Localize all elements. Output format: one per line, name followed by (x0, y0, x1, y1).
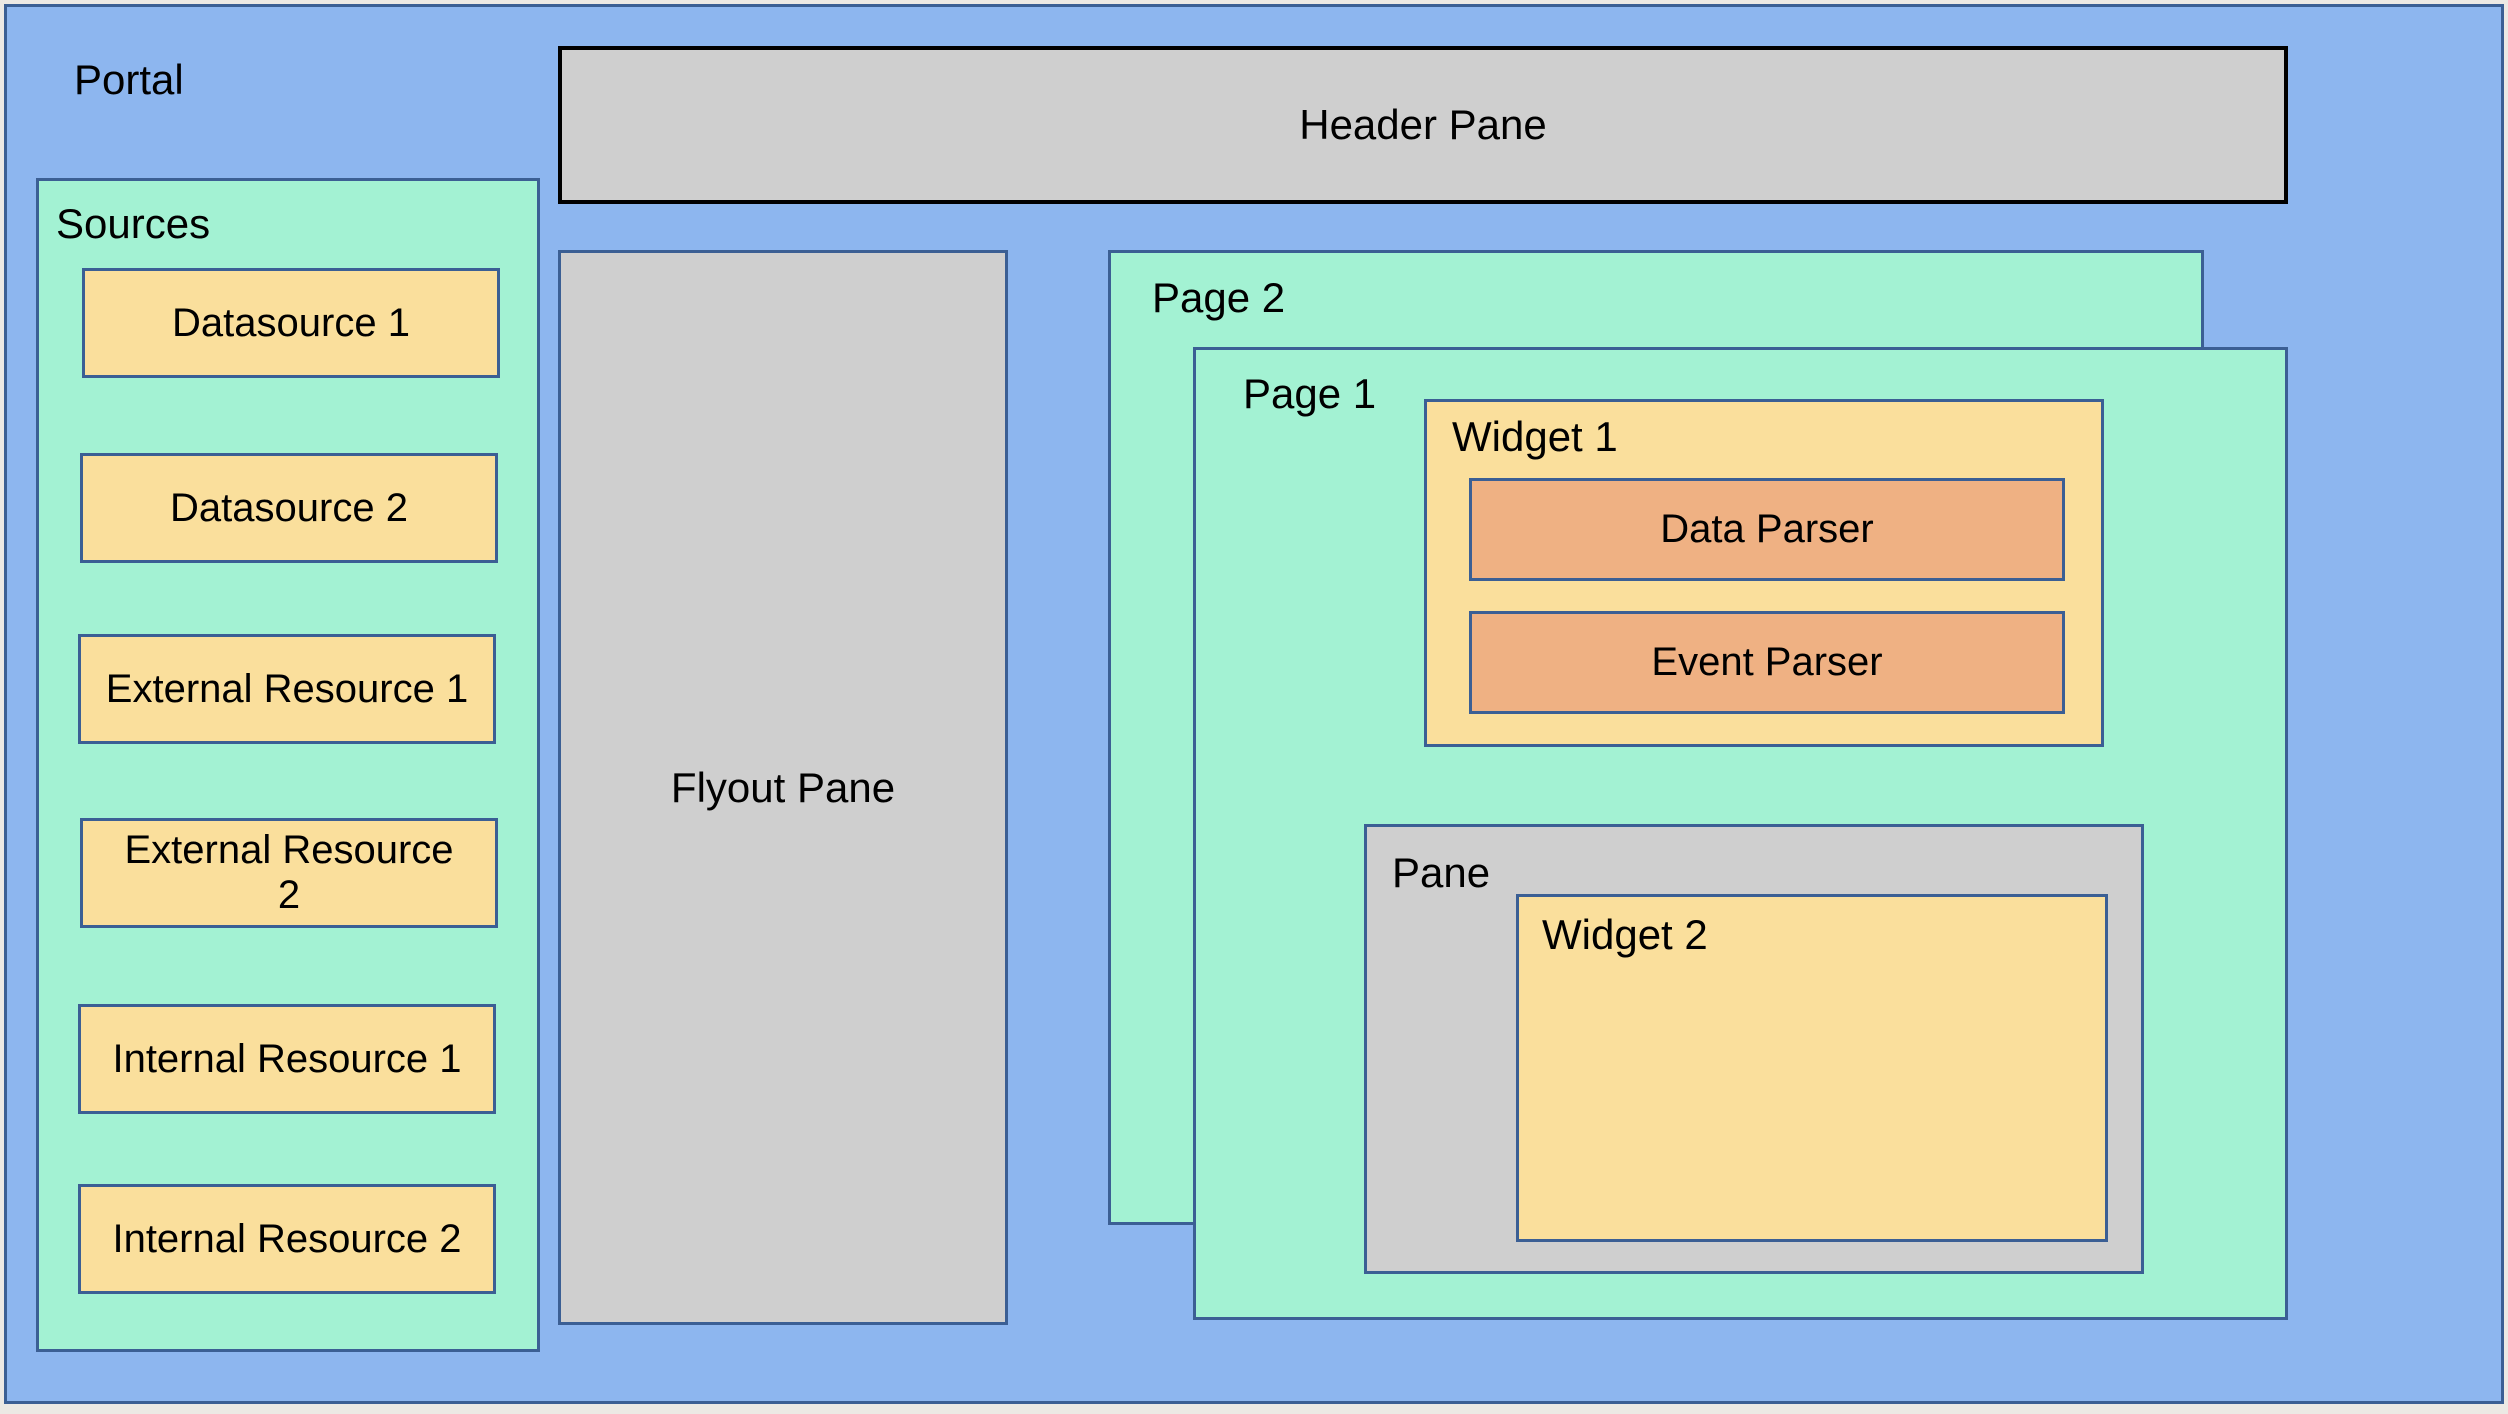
portal-label: Portal (74, 56, 184, 103)
event-parser-block[interactable] (1469, 611, 2065, 714)
sources-item-internal-resource-2-label: Internal Resource 2 (112, 1216, 462, 1261)
sources-item-datasource-1[interactable] (82, 268, 500, 378)
flyout-pane (558, 250, 1008, 1325)
sources-label: Sources (56, 200, 211, 247)
flyout-pane-label: Flyout Pane (670, 763, 896, 811)
data-parser-label: Data Parser (1660, 507, 1874, 552)
widget-1-label: Widget 1 (1452, 413, 1618, 460)
sources-item-internal-resource-1-label: Internal Resource 1 (112, 1036, 462, 1081)
data-parser-block[interactable] (1469, 478, 2065, 581)
sources-item-datasource-2-label: Datasource 2 (170, 485, 408, 530)
widget-2-label: Widget 2 (1542, 911, 1708, 958)
sources-item-external-resource-1-label: External Resource 1 (105, 666, 469, 711)
sources-item-external-resource-1[interactable] (78, 634, 496, 744)
event-parser-label: Event Parser (1651, 640, 1883, 685)
page-2-label: Page 2 (1152, 274, 1286, 321)
sources-item-internal-resource-2[interactable] (78, 1184, 496, 1294)
sources-item-external-resource-2[interactable] (80, 818, 498, 928)
header-pane (558, 46, 2288, 204)
header-pane-label: Header Pane (1299, 101, 1547, 149)
sources-item-external-resource-2-label: External Resource 2 (124, 828, 454, 917)
page-1-label: Page 1 (1243, 370, 1377, 417)
widget-2-container[interactable] (1516, 894, 2108, 1242)
sources-item-datasource-2[interactable] (80, 453, 498, 563)
sources-item-datasource-1-label: Datasource 1 (172, 300, 410, 345)
sources-item-internal-resource-1[interactable] (78, 1004, 496, 1114)
inner-pane-label: Pane (1392, 849, 1491, 896)
